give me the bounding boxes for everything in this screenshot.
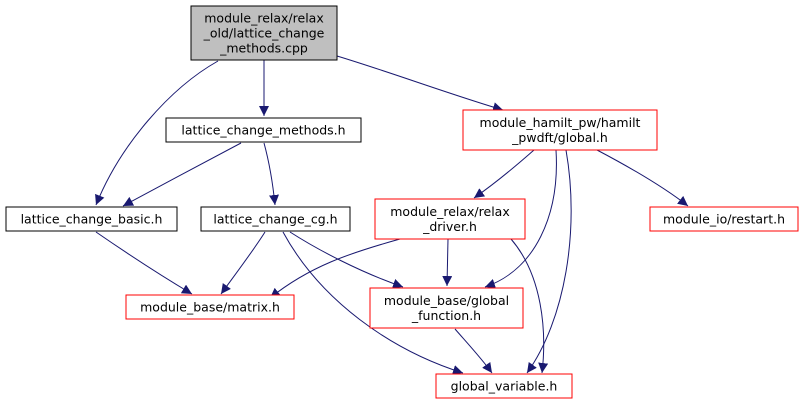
node-label-relax_driver_h-line-1: _driver.h	[422, 219, 477, 234]
node-root: module_relax/relax_old/lattice_change_me…	[190, 5, 338, 61]
node-box-matrix_h	[125, 294, 295, 320]
edge-lattice_change_methods_h-to-lattice_change_cg_h	[263, 142, 279, 206]
node-box-global_variable_h	[435, 373, 573, 399]
edge-lattice_change_cg_h-to-global_function_h	[289, 231, 404, 289]
node-hamilt_global_h[interactable]: module_hamilt_pw/hamilt_pwdft/global.h	[462, 109, 658, 151]
node-label-lattice_change_basic_h-line-0: lattice_change_basic.h	[21, 212, 163, 227]
edge-global_function_h-to-global_variable_h	[454, 328, 493, 374]
edge-lattice_change_cg_h-to-matrix_h	[220, 231, 266, 295]
node-label-lattice_change_methods_h-line-0: lattice_change_methods.h	[181, 123, 345, 138]
node-label-root-line-0: module_relax/relax	[204, 11, 323, 26]
node-box-lattice_change_methods_h	[165, 117, 362, 143]
node-lattice_change_basic_h[interactable]: lattice_change_basic.h	[5, 206, 178, 232]
node-lattice_change_cg_h[interactable]: lattice_change_cg.h	[200, 206, 351, 232]
node-relax_driver_h[interactable]: module_relax/relax_driver.h	[374, 198, 526, 240]
node-box-lattice_change_basic_h	[5, 206, 178, 232]
edges-layer	[95, 55, 689, 375]
node-restart_h[interactable]: module_io/restart.h	[649, 206, 799, 232]
node-box-hamilt_global_h	[462, 109, 658, 151]
node-label-root-line-1: _old/lattice_change	[203, 26, 325, 41]
node-label-global_variable_h-line-0: global_variable.h	[451, 379, 558, 394]
node-box-relax_driver_h	[374, 198, 526, 240]
node-label-matrix_h-line-0: module_base/matrix.h	[140, 300, 280, 315]
edge-lattice_change_cg_h-to-global_variable_h	[282, 231, 464, 375]
nodes-layer: module_relax/relax_old/lattice_change_me…	[5, 5, 799, 399]
edge-lattice_change_basic_h-to-matrix_h	[95, 231, 193, 295]
edge-hamilt_global_h-to-global_variable_h	[526, 149, 572, 374]
edge-root-to-hamilt_global_h	[336, 55, 504, 112]
node-matrix_h[interactable]: module_base/matrix.h	[125, 294, 295, 320]
node-box-lattice_change_cg_h	[200, 206, 351, 232]
node-label-hamilt_global_h-line-1: _pwdft/global.h	[511, 130, 608, 145]
node-label-root-line-2: _methods.cpp	[219, 41, 308, 56]
node-label-relax_driver_h-line-0: module_relax/relax	[390, 204, 509, 219]
edge-hamilt_global_h-to-global_function_h	[484, 149, 557, 289]
node-label-hamilt_global_h-line-0: module_hamilt_pw/hamilt	[480, 115, 641, 130]
node-global_variable_h[interactable]: global_variable.h	[435, 373, 573, 399]
edge-hamilt_global_h-to-restart_h	[596, 149, 689, 207]
node-label-restart_h-line-0: module_io/restart.h	[663, 212, 785, 227]
node-lattice_change_methods_h[interactable]: lattice_change_methods.h	[165, 117, 362, 143]
edge-root-to-lattice_change_basic_h	[95, 60, 219, 206]
edge-relax_driver_h-to-global_variable_h	[510, 238, 549, 374]
node-box-global_function_h	[369, 287, 524, 329]
edge-relax_driver_h-to-matrix_h	[269, 238, 401, 299]
node-box-restart_h	[649, 206, 799, 232]
node-label-global_function_h-line-0: module_base/global	[384, 293, 509, 308]
edge-lattice_change_methods_h-to-lattice_change_basic_h	[122, 142, 242, 207]
node-label-global_function_h-line-1: _function.h	[411, 308, 481, 323]
node-global_function_h[interactable]: module_base/global_function.h	[369, 287, 524, 329]
edge-relax_driver_h-to-global_function_h	[442, 238, 453, 287]
node-label-lattice_change_cg_h-line-0: lattice_change_cg.h	[213, 212, 337, 227]
edge-hamilt_global_h-to-relax_driver_h	[473, 149, 535, 199]
node-box-root	[190, 5, 338, 61]
